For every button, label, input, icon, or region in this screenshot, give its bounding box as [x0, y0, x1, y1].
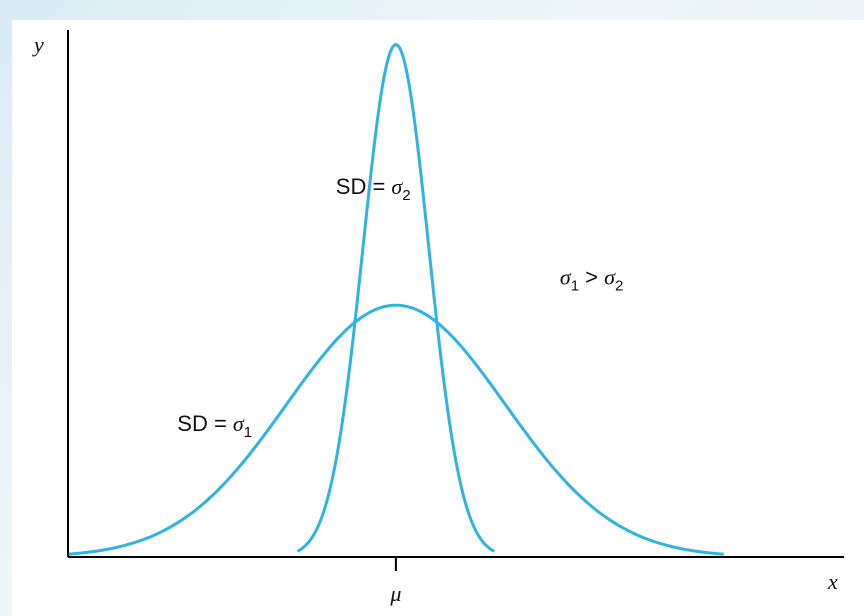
annotation-sd-sigma2: SD = σ2 — [336, 174, 411, 204]
annotation-sigma-inequality: σ1 > σ2 — [560, 265, 623, 295]
curve-sd-sigma1 — [67, 303, 724, 556]
y-axis-label: y — [32, 32, 44, 57]
annotation-sd-sigma1: SD = σ1 — [177, 411, 252, 441]
curve-sd-sigma2 — [296, 43, 495, 553]
x-axis-label: x — [827, 569, 838, 594]
curves-layer — [67, 43, 724, 556]
chart-frame: y x μ SD = σ2 σ1 > σ2 SD = σ1 — [12, 20, 864, 616]
normal-curves-chart: y x μ SD = σ2 σ1 > σ2 SD = σ1 — [32, 30, 844, 606]
x-tick-label-mu: μ — [389, 581, 401, 606]
